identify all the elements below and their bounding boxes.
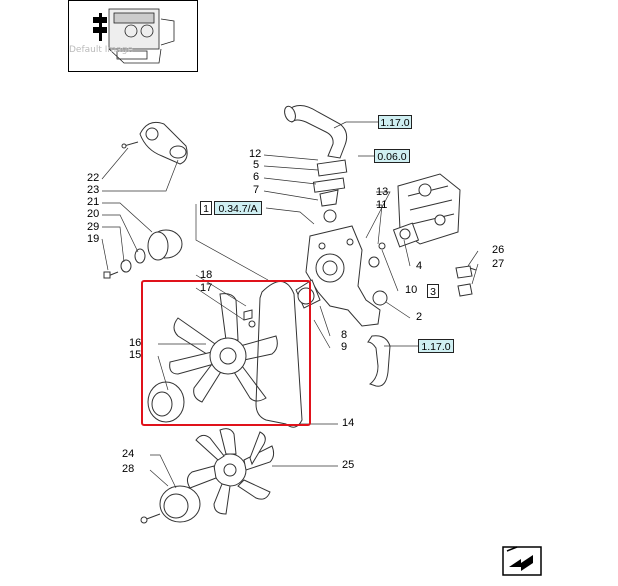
part-number-23: 23	[87, 184, 100, 196]
water-pump	[295, 159, 381, 327]
crank-pulley	[140, 485, 201, 524]
part-number-19: 19	[87, 233, 100, 245]
part-number-4: 4	[416, 260, 423, 272]
thermostat-housing	[368, 173, 461, 306]
belt-tensioner	[121, 121, 188, 165]
next-page-arrow-icon[interactable]	[501, 541, 543, 577]
thumbnail-caption: Default Image	[69, 45, 133, 55]
temperature-sensors	[455, 265, 477, 297]
part-number-14: 14	[342, 417, 355, 429]
part-number-2: 2	[416, 311, 423, 323]
part-number-8: 8	[341, 329, 348, 341]
part-number-7: 7	[253, 184, 260, 196]
part-number-22: 22	[87, 172, 100, 184]
leader-lines	[101, 121, 479, 489]
part-number-13: 13	[376, 186, 389, 198]
part-number-26: 26	[492, 244, 505, 256]
part-number-28: 28	[122, 463, 135, 475]
engine-thumbnail-drawing	[93, 8, 175, 64]
ref-index-1: 1	[200, 201, 212, 215]
part-number-12: 12	[249, 148, 262, 160]
part-number-18: 18	[200, 269, 213, 281]
ref-link-0-34-7-a[interactable]: 0.34.7/A	[214, 201, 262, 215]
ref-index-3: 3	[427, 284, 439, 298]
part-number-16: 16	[129, 337, 142, 349]
ref-link-1-17-0-upper[interactable]: 1.17.0	[378, 115, 412, 129]
part-number-10: 10	[405, 284, 418, 296]
idler-pulley	[103, 229, 183, 279]
second-fan	[186, 428, 275, 515]
part-number-25: 25	[342, 459, 355, 471]
lower-hose	[367, 335, 391, 387]
part-number-11: 11	[376, 199, 388, 211]
upper-hose	[284, 105, 348, 159]
thumbnail-marker-icon	[93, 13, 107, 41]
part-number-5: 5	[253, 159, 260, 171]
ref-link-0-06-0[interactable]: 0.06.0	[374, 149, 410, 163]
ref-link-1-17-0-lower[interactable]: 1.17.0	[418, 339, 454, 353]
part-number-24: 24	[122, 448, 135, 460]
part-number-29: 29	[87, 221, 100, 233]
part-number-17: 17	[200, 282, 213, 294]
fan-assembly	[147, 293, 278, 423]
part-number-15: 15	[129, 349, 142, 361]
part-number-27: 27	[492, 258, 505, 270]
drive-belt	[255, 281, 303, 428]
engine-thumbnail[interactable]: Default Image	[68, 0, 198, 72]
part-number-6: 6	[253, 171, 260, 183]
part-number-9: 9	[341, 341, 348, 353]
fan-highlight-frame	[141, 280, 311, 426]
part-number-20: 20	[87, 208, 100, 220]
part-number-21: 21	[87, 196, 100, 208]
